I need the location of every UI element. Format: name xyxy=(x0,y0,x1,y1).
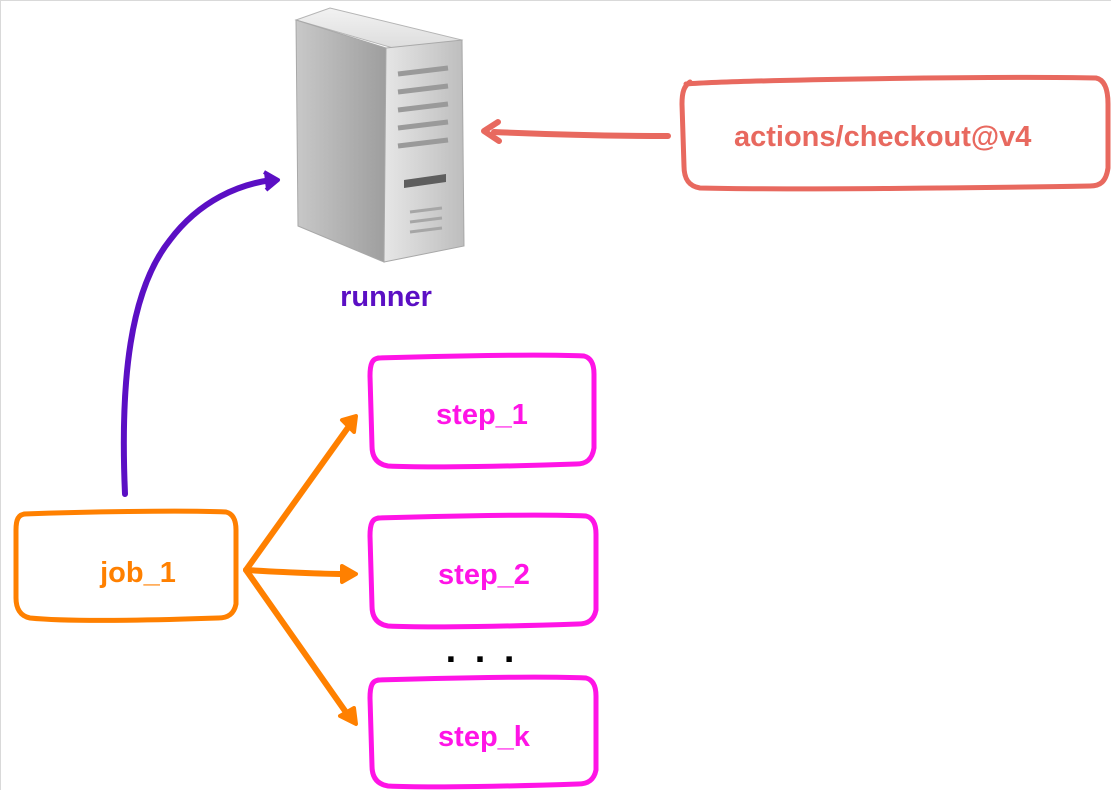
action-label: actions/checkout@v4 xyxy=(734,121,1031,153)
job-label: job_1 xyxy=(99,557,176,589)
server-tower-icon xyxy=(294,7,465,263)
job-box xyxy=(13,508,239,623)
action-box xyxy=(679,74,1111,192)
job-to-runner-arrow xyxy=(120,170,280,497)
step-1-label: step_1 xyxy=(436,399,528,431)
job-to-step-k-arrow xyxy=(243,567,358,726)
step-2-label: step_2 xyxy=(438,559,530,591)
job-to-step-1-arrow xyxy=(243,414,358,573)
ellipsis: . . . xyxy=(446,629,519,671)
step-k-box xyxy=(367,674,599,790)
step-2-box xyxy=(367,512,599,630)
job-to-step-2-arrow xyxy=(243,564,358,584)
step-1-box xyxy=(367,352,597,470)
action-to-runner-arrow xyxy=(481,119,671,144)
step-k-label: step_k xyxy=(438,721,531,753)
runner-label: runner xyxy=(340,281,432,313)
